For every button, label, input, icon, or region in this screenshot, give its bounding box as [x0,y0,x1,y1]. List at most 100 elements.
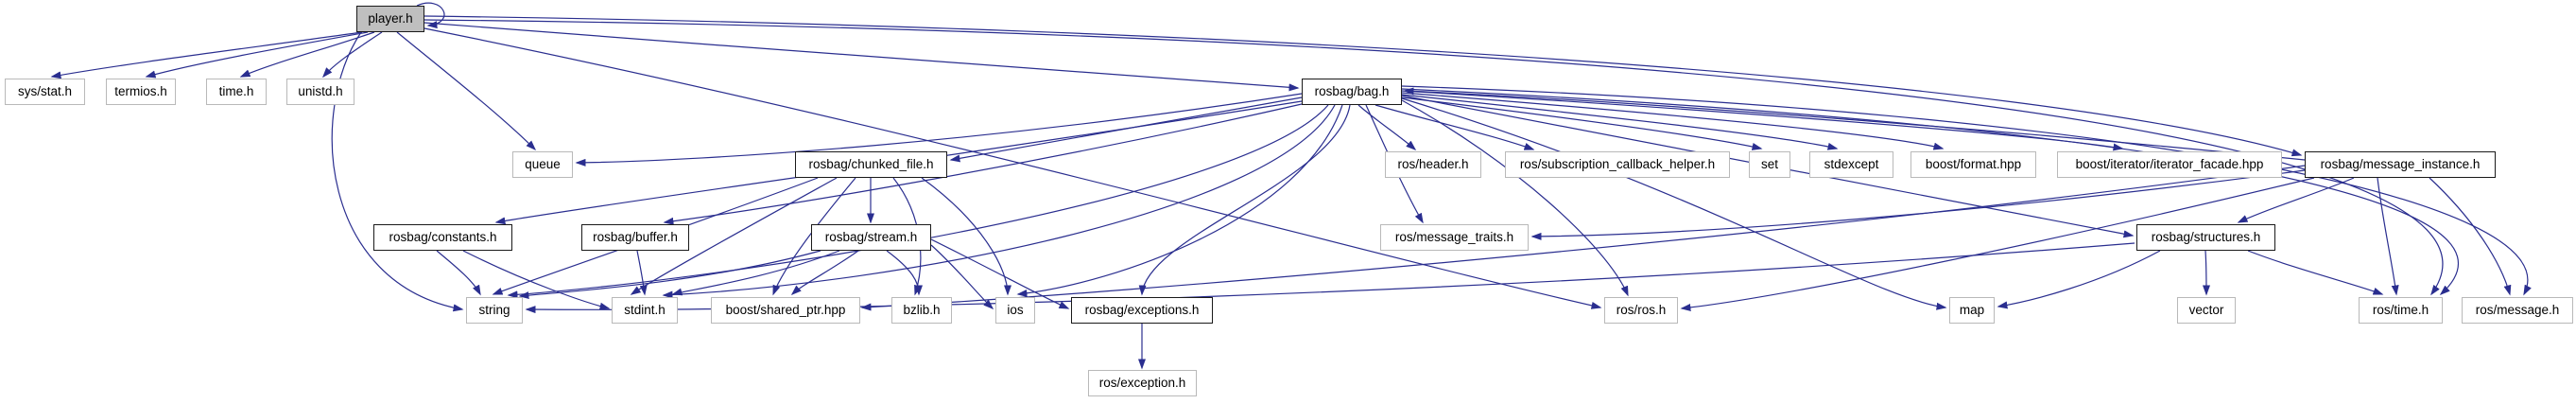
edge-player-to-queue [396,31,537,151]
node-rosmessage: ros/message.h [2462,297,2573,324]
node-label-rostime: ros/time.h [2372,303,2429,318]
edge-chunked-to-sharedptr [772,177,856,296]
node-queue: queue [512,151,573,178]
node-label-iterfacade: boost/iterator/iterator_facade.hpp [2075,157,2264,172]
edge-constants-to-stdint [462,250,611,310]
node-sharedptr: boost/shared_ptr.hpp [711,297,860,324]
edge-constants-to-string [436,250,481,296]
node-label-map: map [1959,303,1985,318]
edge-msginst-to-rosmessage [2429,177,2512,296]
node-label-header: ros/header.h [1397,157,1469,172]
edge-player-to-player [416,2,445,29]
edge-msginst-to-rosros [1680,177,2315,311]
edge-player-to-sysstat [50,31,363,79]
node-timeh: time.h [206,79,267,105]
edge-msginst-to-bag [1403,87,2306,161]
node-subhelper: ros/subscription_callback_helper.h [1505,151,1730,178]
node-structures[interactable]: rosbag/structures.h [2136,224,2275,251]
node-label-vector: vector [2188,303,2224,318]
edge-bag-to-iterfacade [1401,90,2124,151]
node-label-exceptions: rosbag/exceptions.h [1084,303,1200,318]
node-label-sysstat: sys/stat.h [17,84,73,99]
node-ios: ios [995,297,1035,324]
node-label-rosmessage: ros/message.h [2475,303,2560,318]
node-label-buffer: rosbag/buffer.h [593,230,678,245]
node-sysstat: sys/stat.h [5,79,85,105]
node-label-stdint: stdint.h [624,303,666,318]
edge-bag-to-exceptions [1138,104,1351,296]
edge-structures-to-map [1997,250,2161,309]
edge-stream-to-bzlib [886,250,923,296]
node-label-exception: ros/exception.h [1098,376,1186,391]
edge-stream-to-stdint [671,250,840,296]
edge-buffer-to-stdint [636,250,648,296]
edge-player-to-msginst [424,15,2303,157]
edge-bag-to-header [1357,104,1417,150]
edge-bag-to-map [1401,97,1947,310]
node-msginst[interactable]: rosbag/message_instance.h [2305,151,2496,178]
node-label-rosros: ros/ros.h [1616,303,1667,318]
node-label-constants: rosbag/constants.h [389,230,497,245]
node-stdint: stdint.h [612,297,678,324]
node-bag[interactable]: rosbag/bag.h [1302,79,1402,105]
node-vector: vector [2177,297,2236,324]
node-termios: termios.h [106,79,176,105]
edge-player-to-timeh [239,31,375,78]
edge-stream-to-ios [930,244,994,310]
node-rosros: ros/ros.h [1604,297,1678,324]
edge-bag-to-rosros [1401,99,1629,297]
edge-player-to-string [331,31,464,312]
node-stream[interactable]: rosbag/stream.h [811,224,931,251]
edge-player-to-termios [145,31,369,79]
node-rostime: ros/time.h [2359,297,2443,324]
node-msgtraits: ros/message_traits.h [1380,224,1529,251]
node-label-chunked: rosbag/chunked_file.h [808,157,934,172]
edge-bag-to-stdint [662,104,1336,299]
node-label-set: set [1760,157,1778,172]
edge-bag-to-queue [575,93,1303,167]
node-label-structures: rosbag/structures.h [2151,230,2261,245]
node-constants[interactable]: rosbag/constants.h [373,224,512,251]
node-label-queue: queue [525,157,561,172]
edge-msginst-to-msgtraits [1530,169,2306,240]
node-label-subhelper: ros/subscription_callback_helper.h [1519,157,1716,172]
node-label-format: boost/format.hpp [1925,157,2022,172]
node-label-bag: rosbag/bag.h [1314,84,1390,99]
node-buffer[interactable]: rosbag/buffer.h [581,224,689,251]
node-header: ros/header.h [1385,151,1481,178]
node-player: player.h [356,6,424,32]
node-label-bzlib: bzlib.h [903,303,941,318]
node-stdexcept: stdexcept [1809,151,1893,178]
edge-player-to-rosros [424,27,1602,309]
node-exceptions[interactable]: rosbag/exceptions.h [1071,297,1213,324]
node-unistd: unistd.h [286,79,354,105]
node-label-msginst: rosbag/message_instance.h [2320,157,2481,172]
node-chunked[interactable]: rosbag/chunked_file.h [795,151,947,178]
node-format: boost/format.hpp [1910,151,2036,178]
edge-msginst-to-sharedptr [860,165,2306,311]
edge-bag-to-stdexcept [1401,94,1839,150]
node-map: map [1949,297,1995,324]
node-label-player: player.h [368,11,413,26]
node-label-unistd: unistd.h [298,84,343,99]
edge-bag-to-subhelper [1374,104,1535,150]
edge-bag-to-rosmessage [1401,85,2532,296]
edge-structures-to-vector [2202,250,2210,296]
node-exception: ros/exception.h [1088,370,1197,396]
edge-chunked-to-ios [921,177,1011,296]
edge-msginst-to-rostime [2377,177,2399,296]
node-label-stdexcept: stdexcept [1824,157,1879,172]
node-label-string: string [478,303,510,318]
edge-structures-to-rostime [2247,250,2384,295]
edge-stream-to-exceptions [930,238,1070,309]
edge-player-to-bag [424,22,1300,92]
edge-bag-to-structures [1401,95,2135,238]
node-iterfacade: boost/iterator/iterator_facade.hpp [2057,151,2282,178]
node-label-ios: ios [1007,303,1024,318]
edge-bag-to-buffer [663,103,1303,225]
node-label-stream: rosbag/stream.h [824,230,918,245]
node-label-timeh: time.h [218,84,254,99]
node-label-msgtraits: ros/message_traits.h [1394,230,1514,245]
node-bzlib: bzlib.h [891,297,952,324]
